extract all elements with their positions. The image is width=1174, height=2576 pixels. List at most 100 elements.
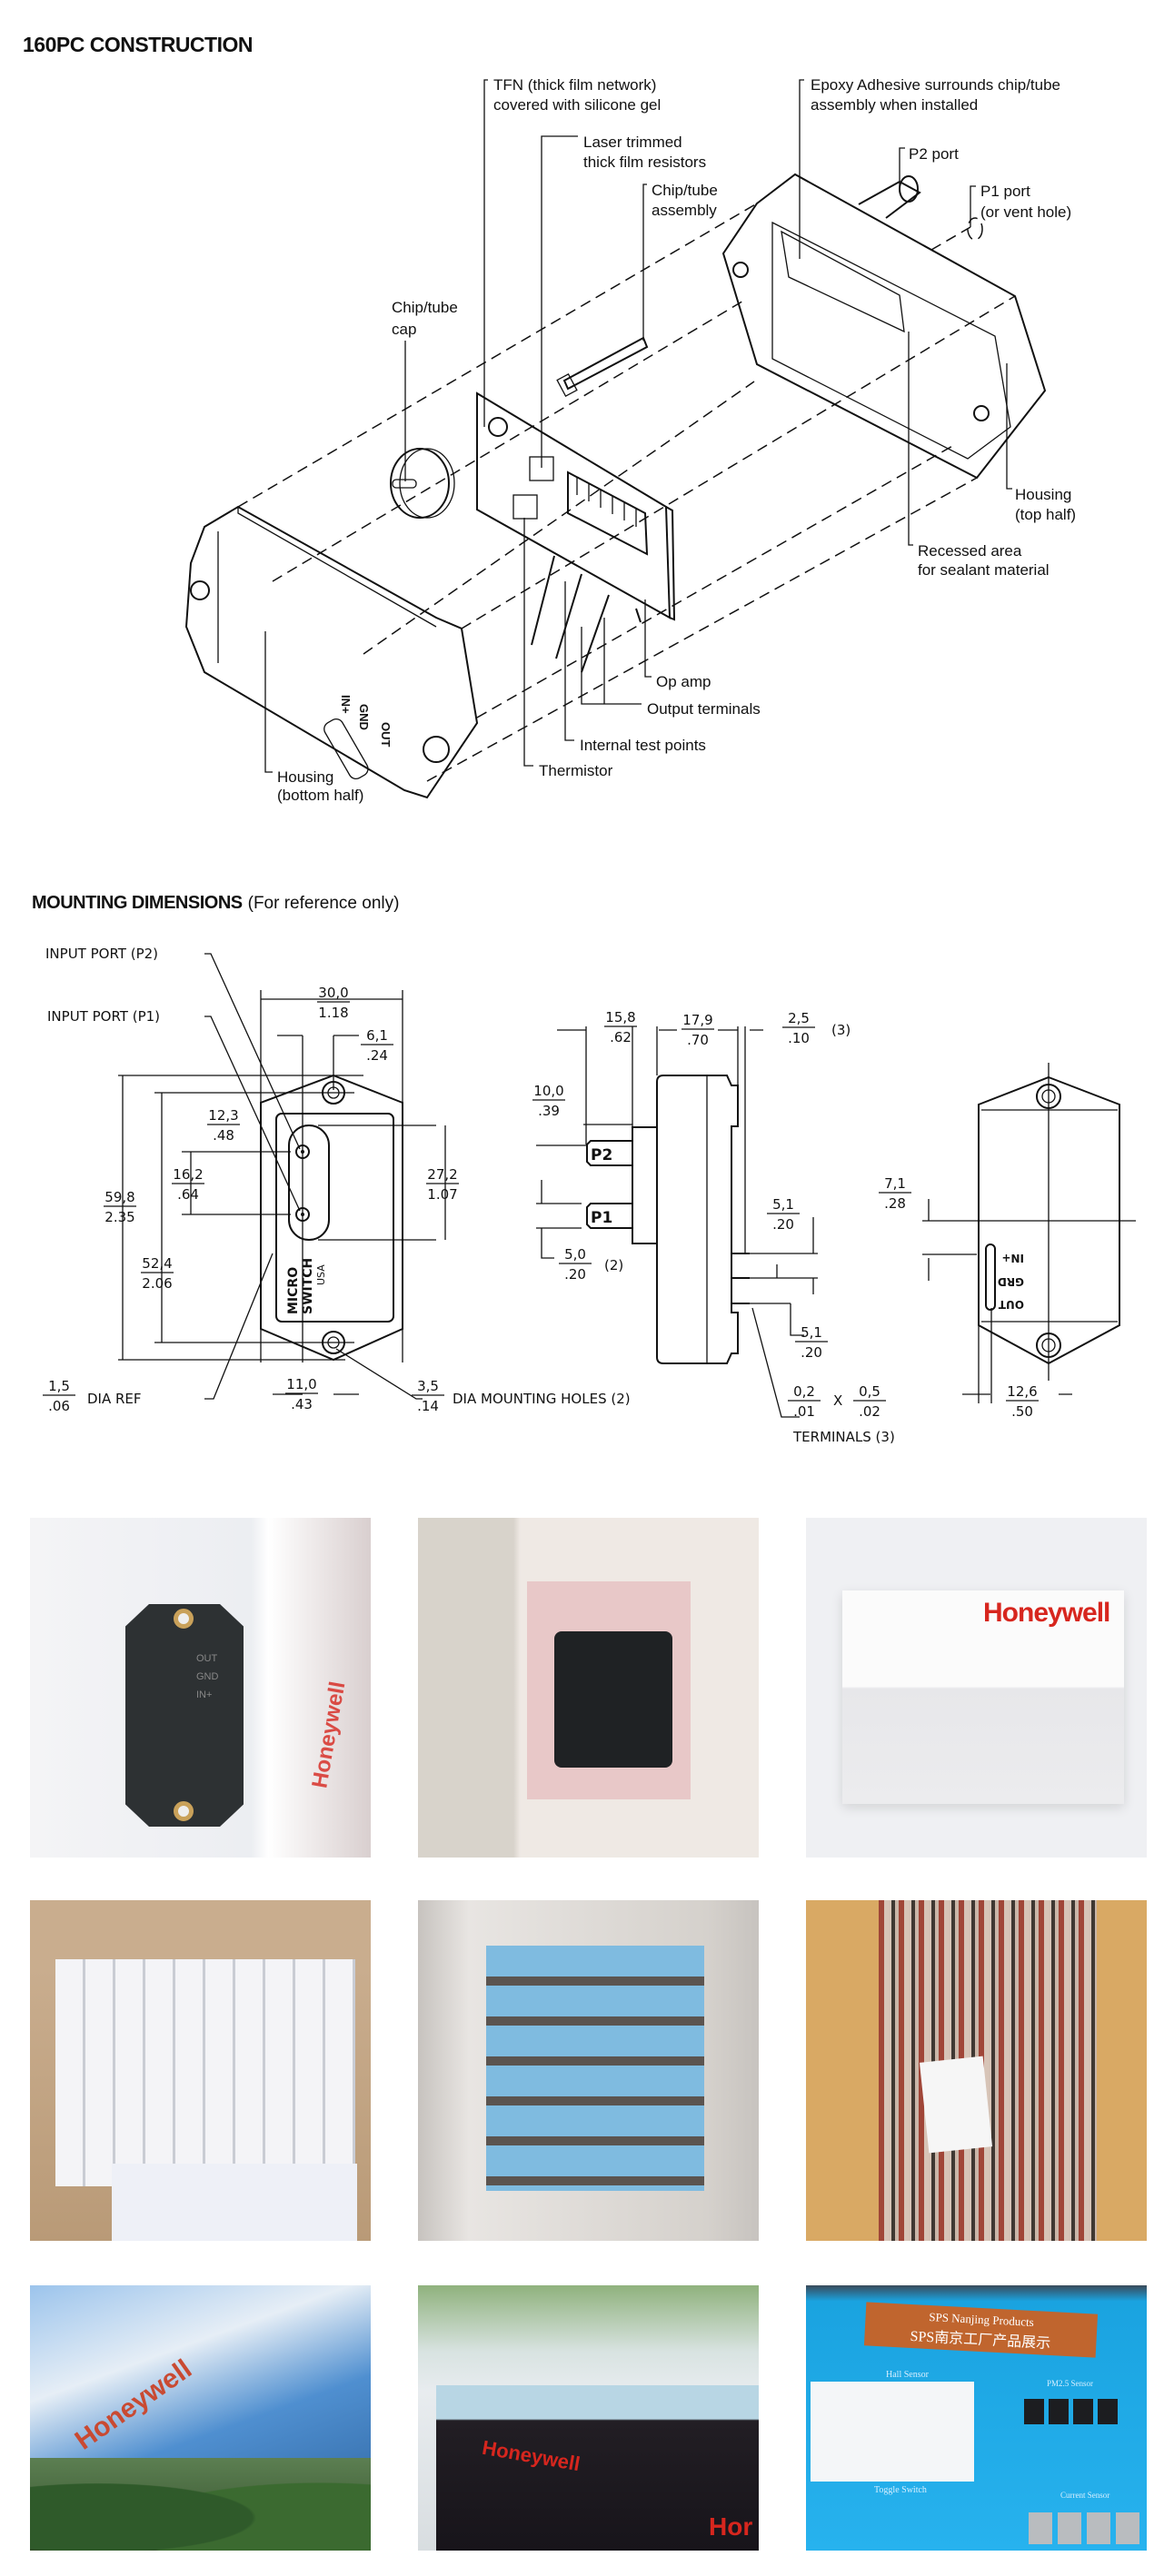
dimension-8: 11,0 .43 bbox=[285, 1376, 318, 1412]
white-box bbox=[842, 1590, 1124, 1804]
dimension-in: .20 bbox=[564, 1266, 586, 1283]
trees bbox=[30, 2458, 371, 2551]
construction-title: 160PC CONSTRUCTION bbox=[23, 33, 253, 56]
paper-sheet bbox=[112, 2164, 357, 2241]
back-view-drawing: IN+ GRD OUT bbox=[922, 1063, 1136, 1403]
label-recessed-2: for sealant material bbox=[918, 561, 1050, 579]
pin-gnd: GND bbox=[196, 1671, 219, 1682]
blue-sensor-grid bbox=[486, 1946, 704, 2191]
dimension-mm: 2,5 bbox=[788, 1010, 810, 1026]
photo-sensor-in-box bbox=[418, 1518, 759, 1858]
display-toggle: Toggle Switch bbox=[874, 2485, 927, 2495]
dimension-mm: 7,1 bbox=[884, 1175, 906, 1192]
dia-mounting-holes-label: DIA MOUNTING HOLES (2) bbox=[453, 1391, 631, 1407]
photo-sps-display: SPS Nanjing Products SPS南京工厂产品展示 Hall Se… bbox=[806, 2285, 1147, 2551]
dimension-mm: 16,2 bbox=[173, 1166, 203, 1183]
label-p2-port: P2 port bbox=[909, 145, 959, 163]
photo-honeywell-box: Honeywell bbox=[806, 1518, 1147, 1858]
photo-sensor-front: OUT GND IN+ Honeywell bbox=[30, 1518, 371, 1858]
dimension-mm: 17,9 bbox=[682, 1012, 712, 1028]
dimension-in: .43 bbox=[291, 1396, 313, 1412]
dimension-mm: 10,0 bbox=[533, 1083, 563, 1099]
pin-labels: OUT GND IN+ bbox=[196, 1650, 218, 1704]
label-epoxy: Epoxy Adhesive surrounds chip/tube bbox=[811, 76, 1060, 94]
label-p1-port-2: (or vent hole) bbox=[980, 203, 1071, 221]
mounting-hole bbox=[174, 1609, 194, 1629]
label-chip-cap-2: cap bbox=[392, 321, 416, 338]
dimension-mm: 11,0 bbox=[286, 1376, 316, 1392]
dimension-mm: 15,8 bbox=[605, 1009, 635, 1025]
label-chip-cap: Chip/tube bbox=[392, 299, 458, 316]
label-chip-assembly-2: assembly bbox=[652, 202, 717, 219]
dimension-mm: 12,3 bbox=[208, 1107, 238, 1124]
pin-in: IN+ bbox=[196, 1689, 213, 1700]
label-housing-top-2: (top half) bbox=[1015, 506, 1076, 523]
times-label: X bbox=[833, 1392, 842, 1409]
display-case bbox=[436, 2385, 759, 2551]
dimension-in: .10 bbox=[788, 1030, 810, 1046]
count-3-label: (3) bbox=[831, 1022, 851, 1038]
label-chip-assembly: Chip/tube bbox=[652, 182, 718, 199]
label-housing-top: Housing bbox=[1015, 486, 1071, 503]
dimension-19: 7,1.28 bbox=[879, 1175, 911, 1212]
dimension-in: .64 bbox=[177, 1186, 199, 1203]
label-laser: Laser trimmed bbox=[583, 134, 682, 151]
dimension-values: 30,01.186,1.2412,3.4816,2.6459,82.3527,2… bbox=[43, 985, 1039, 1420]
label-tfn-2: covered with silicone gel bbox=[493, 96, 661, 114]
input-port-p2-label: INPUT PORT (P2) bbox=[45, 946, 158, 962]
dimension-mm: 1,5 bbox=[48, 1378, 70, 1394]
dimension-in: .62 bbox=[610, 1029, 632, 1045]
dimension-in: .06 bbox=[48, 1398, 70, 1414]
exploded-view-drawing: IN+ GND OUT bbox=[184, 173, 1047, 799]
dimension-10: 15,8 .62 bbox=[604, 1009, 637, 1045]
dimension-in: .48 bbox=[213, 1127, 234, 1144]
p1-port-label: P1 bbox=[591, 1209, 612, 1227]
dimension-17: 0,2.01 bbox=[788, 1383, 821, 1420]
dimension-16: 5,1.20 bbox=[795, 1324, 828, 1361]
mounting-title-main: MOUNTING DIMENSIONS bbox=[32, 893, 243, 913]
display-hall: Hall Sensor bbox=[886, 2370, 929, 2380]
current-sensors bbox=[1029, 2512, 1142, 2544]
dimension-mm: 3,5 bbox=[417, 1378, 439, 1394]
label-tfn: TFN (thick film network) bbox=[493, 76, 656, 94]
brand-logo-partial: Hor bbox=[709, 2512, 753, 2541]
dimension-13: 10,0.39 bbox=[532, 1083, 565, 1119]
terminals-label: TERMINALS (3) bbox=[792, 1429, 895, 1445]
hall-sensor-card bbox=[811, 2382, 974, 2482]
count-2-label: (2) bbox=[604, 1257, 623, 1273]
dimension-14: 5,0.20 bbox=[559, 1246, 592, 1283]
photo-boxes-carton bbox=[30, 1900, 371, 2241]
mounting-hole bbox=[174, 1801, 194, 1821]
dimension-in: 1.07 bbox=[427, 1186, 457, 1203]
dimension-in: 1.18 bbox=[318, 1005, 348, 1021]
label-thermistor: Thermistor bbox=[539, 762, 613, 779]
sensor-body bbox=[125, 1604, 244, 1827]
dimension-in: .02 bbox=[859, 1403, 880, 1420]
dimension-mm: 5,0 bbox=[564, 1246, 586, 1263]
construction-labels: TFN (thick film network) covered with si… bbox=[277, 76, 1076, 804]
label-test-points: Internal test points bbox=[580, 737, 706, 754]
side-view-drawing: P2 P1 bbox=[536, 1026, 818, 1418]
stacked-boxes bbox=[55, 1959, 355, 2186]
label-epoxy-2: assembly when installed bbox=[811, 96, 978, 114]
dimension-in: .28 bbox=[884, 1195, 906, 1212]
photo-blue-sensors-carton bbox=[418, 1900, 759, 2241]
mounting-subtitle: (For reference only) bbox=[248, 894, 400, 913]
label-housing-bottom-2: (bottom half) bbox=[277, 787, 363, 804]
dimension-in: 2.06 bbox=[142, 1275, 172, 1292]
plastic-trays bbox=[879, 1900, 1097, 2241]
pin-label-out: OUT bbox=[379, 722, 393, 748]
label-sheet bbox=[919, 2056, 993, 2154]
back-pin-gnd: GRD bbox=[998, 1275, 1024, 1288]
dimension-6: 52,42.06 bbox=[141, 1255, 174, 1292]
construction-leaders bbox=[264, 79, 1012, 773]
diagrams: 160PC CONSTRUCTION IN+ GND OUT bbox=[23, 33, 1136, 1445]
pin-label-gnd: GND bbox=[357, 704, 371, 730]
dimension-12: 2,5.10 bbox=[782, 1010, 815, 1046]
dimension-mm: 59,8 bbox=[104, 1189, 134, 1205]
usa-label: USA bbox=[315, 1264, 327, 1285]
label-p1-port: P1 port bbox=[980, 183, 1030, 200]
dimension-3: 16,2 .64 bbox=[172, 1166, 204, 1203]
switch-label: SWITCH bbox=[301, 1258, 315, 1314]
dimension-mm: 6,1 bbox=[366, 1027, 388, 1044]
